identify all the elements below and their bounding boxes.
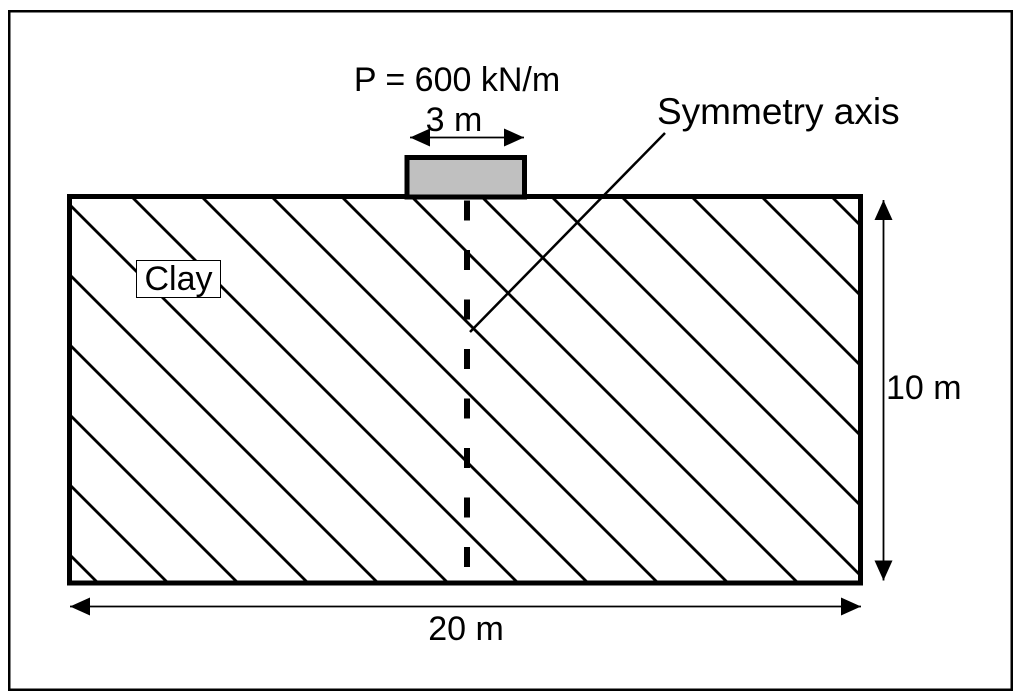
material-label-box: Clay xyxy=(136,260,221,298)
symmetry-axis-label: Symmetry axis xyxy=(657,91,900,132)
load-label: P = 600 kN/m xyxy=(353,61,561,99)
footing xyxy=(404,155,527,200)
depth-label: 10 m xyxy=(886,369,962,407)
symmetry-leader-line xyxy=(469,132,666,333)
width-label: 20 m xyxy=(428,610,504,648)
material-label: Clay xyxy=(144,260,213,298)
footing-width-label: 3 m xyxy=(425,101,483,139)
